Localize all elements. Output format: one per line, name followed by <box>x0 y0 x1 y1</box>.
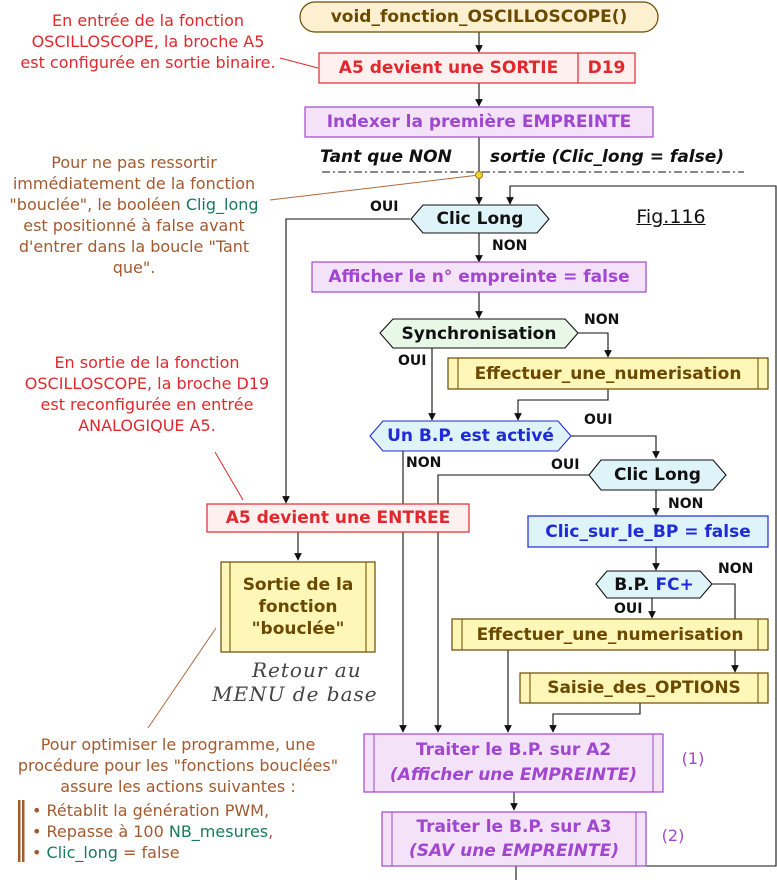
ref-2-label: (2) <box>661 826 685 845</box>
numerisation-box-2: Effectuer_une_numerisation <box>476 624 744 645</box>
clic-sur-bp-box: Clic_sur_le_BP = false <box>545 521 751 542</box>
clic-long-2-non-label: NON <box>668 496 704 512</box>
sync-non-label: NON <box>584 312 620 328</box>
bp-active-oui-label: OUI <box>584 412 613 428</box>
fc-non-label: NON <box>718 561 754 577</box>
figure-label: Fig.116 <box>636 206 706 228</box>
bp-fc-label: B.P. <box>614 574 650 595</box>
traiter-a2-line-1: Traiter le B.P. sur A2 <box>415 740 612 760</box>
indexer-box: Indexer la première EMPREINTE <box>326 112 632 132</box>
synchronisation-decision: Synchronisation <box>401 323 557 344</box>
note-optimisation: Pour optimiser le programme, une procédu… <box>17 735 339 796</box>
while-condition-a: Tant que NON <box>320 147 452 167</box>
saisie-options-box: Saisie_des_OPTIONS <box>547 678 741 698</box>
bullet-2: • Repasse à 100 NB_mesures, <box>32 821 352 842</box>
entree-a5-box: A5 devient une ENTREE <box>225 508 451 528</box>
note-entree: En entrée de la fonction OSCILLOSCOPE, l… <box>20 11 276 72</box>
clic-long-decision-1: Clic Long <box>436 209 524 229</box>
bullet-2-var: NB_mesures <box>168 822 269 841</box>
sortie-fonction-line-2: fonction <box>258 597 338 617</box>
bp-fc-key: FC+ <box>655 574 694 595</box>
note-clic-long-post: est positionné à false avant d'entrer da… <box>18 216 250 277</box>
note-clic-long-var: Clig_long <box>185 195 259 214</box>
bullet-2-post: , <box>268 822 274 841</box>
sortie-fonction-line-1: Sortie de la <box>242 575 354 595</box>
ref-1-label: (1) <box>681 749 705 768</box>
clic-long-1-non-label: NON <box>492 238 528 254</box>
function-title: void_fonction_OSCILLOSCOPE() <box>330 7 628 27</box>
bp-active-non-label: NON <box>406 455 442 471</box>
note-sortie: En sortie de la fonction OSCILLOSCOPE, l… <box>24 353 270 435</box>
traiter-a3-line-1: Traiter le B.P. sur A3 <box>416 817 612 837</box>
bullet-1: • Rétablit la génération PWM, <box>32 801 270 820</box>
sync-oui-label: OUI <box>398 353 427 369</box>
sortie-fonction-line-3: "bouclée" <box>251 619 345 639</box>
bp-active-decision: Un B.P. est activé <box>387 426 554 446</box>
clic-long-1-oui-label: OUI <box>370 199 399 215</box>
afficher-empreinte-box: Afficher le n° empreinte = false <box>328 267 630 287</box>
sortie-fonction-box: Sortie de la fonction "bouclée" <box>230 566 366 648</box>
sortie-d19-cell: D19 <box>587 58 626 78</box>
fc-oui-label: OUI <box>614 601 643 617</box>
sortie-a5-box: A5 devient une SORTIE <box>338 58 559 78</box>
traiter-a2-line-2: (Afficher une EMPREINTE) <box>389 765 638 785</box>
bullet-3-var: Clic_long <box>46 843 118 862</box>
traiter-a3-box: Traiter le B.P. sur A3 (SAV une EMPREINT… <box>392 814 636 864</box>
bp-fc-decision: B.P. FC+ <box>596 571 712 598</box>
clic-long-decision-2: Clic Long <box>614 465 701 485</box>
while-condition-b: sortie (Clic_long = false) <box>490 147 725 167</box>
note-clic-long: Pour ne pas ressortir immédiatement de l… <box>2 152 266 278</box>
bullet-3: • Clic_long = false <box>32 843 180 862</box>
clic-long-2-oui-label: OUI <box>551 457 580 473</box>
bullet-2-pre: • Repasse à 100 <box>32 822 164 841</box>
retour-line-1: Retour au <box>252 658 362 682</box>
traiter-a3-line-2: (SAV une EMPREINTE) <box>409 841 619 861</box>
retour-line-2: MENU de base <box>212 682 378 706</box>
numerisation-box-1: Effectuer_une_numerisation <box>474 363 742 384</box>
traiter-a2-box: Traiter le B.P. sur A2 (Afficher une EMP… <box>374 736 653 790</box>
bullet-3-post: = false <box>123 843 180 862</box>
note-clic-long-pre: Pour ne pas ressortir immédiatement de l… <box>9 153 256 214</box>
